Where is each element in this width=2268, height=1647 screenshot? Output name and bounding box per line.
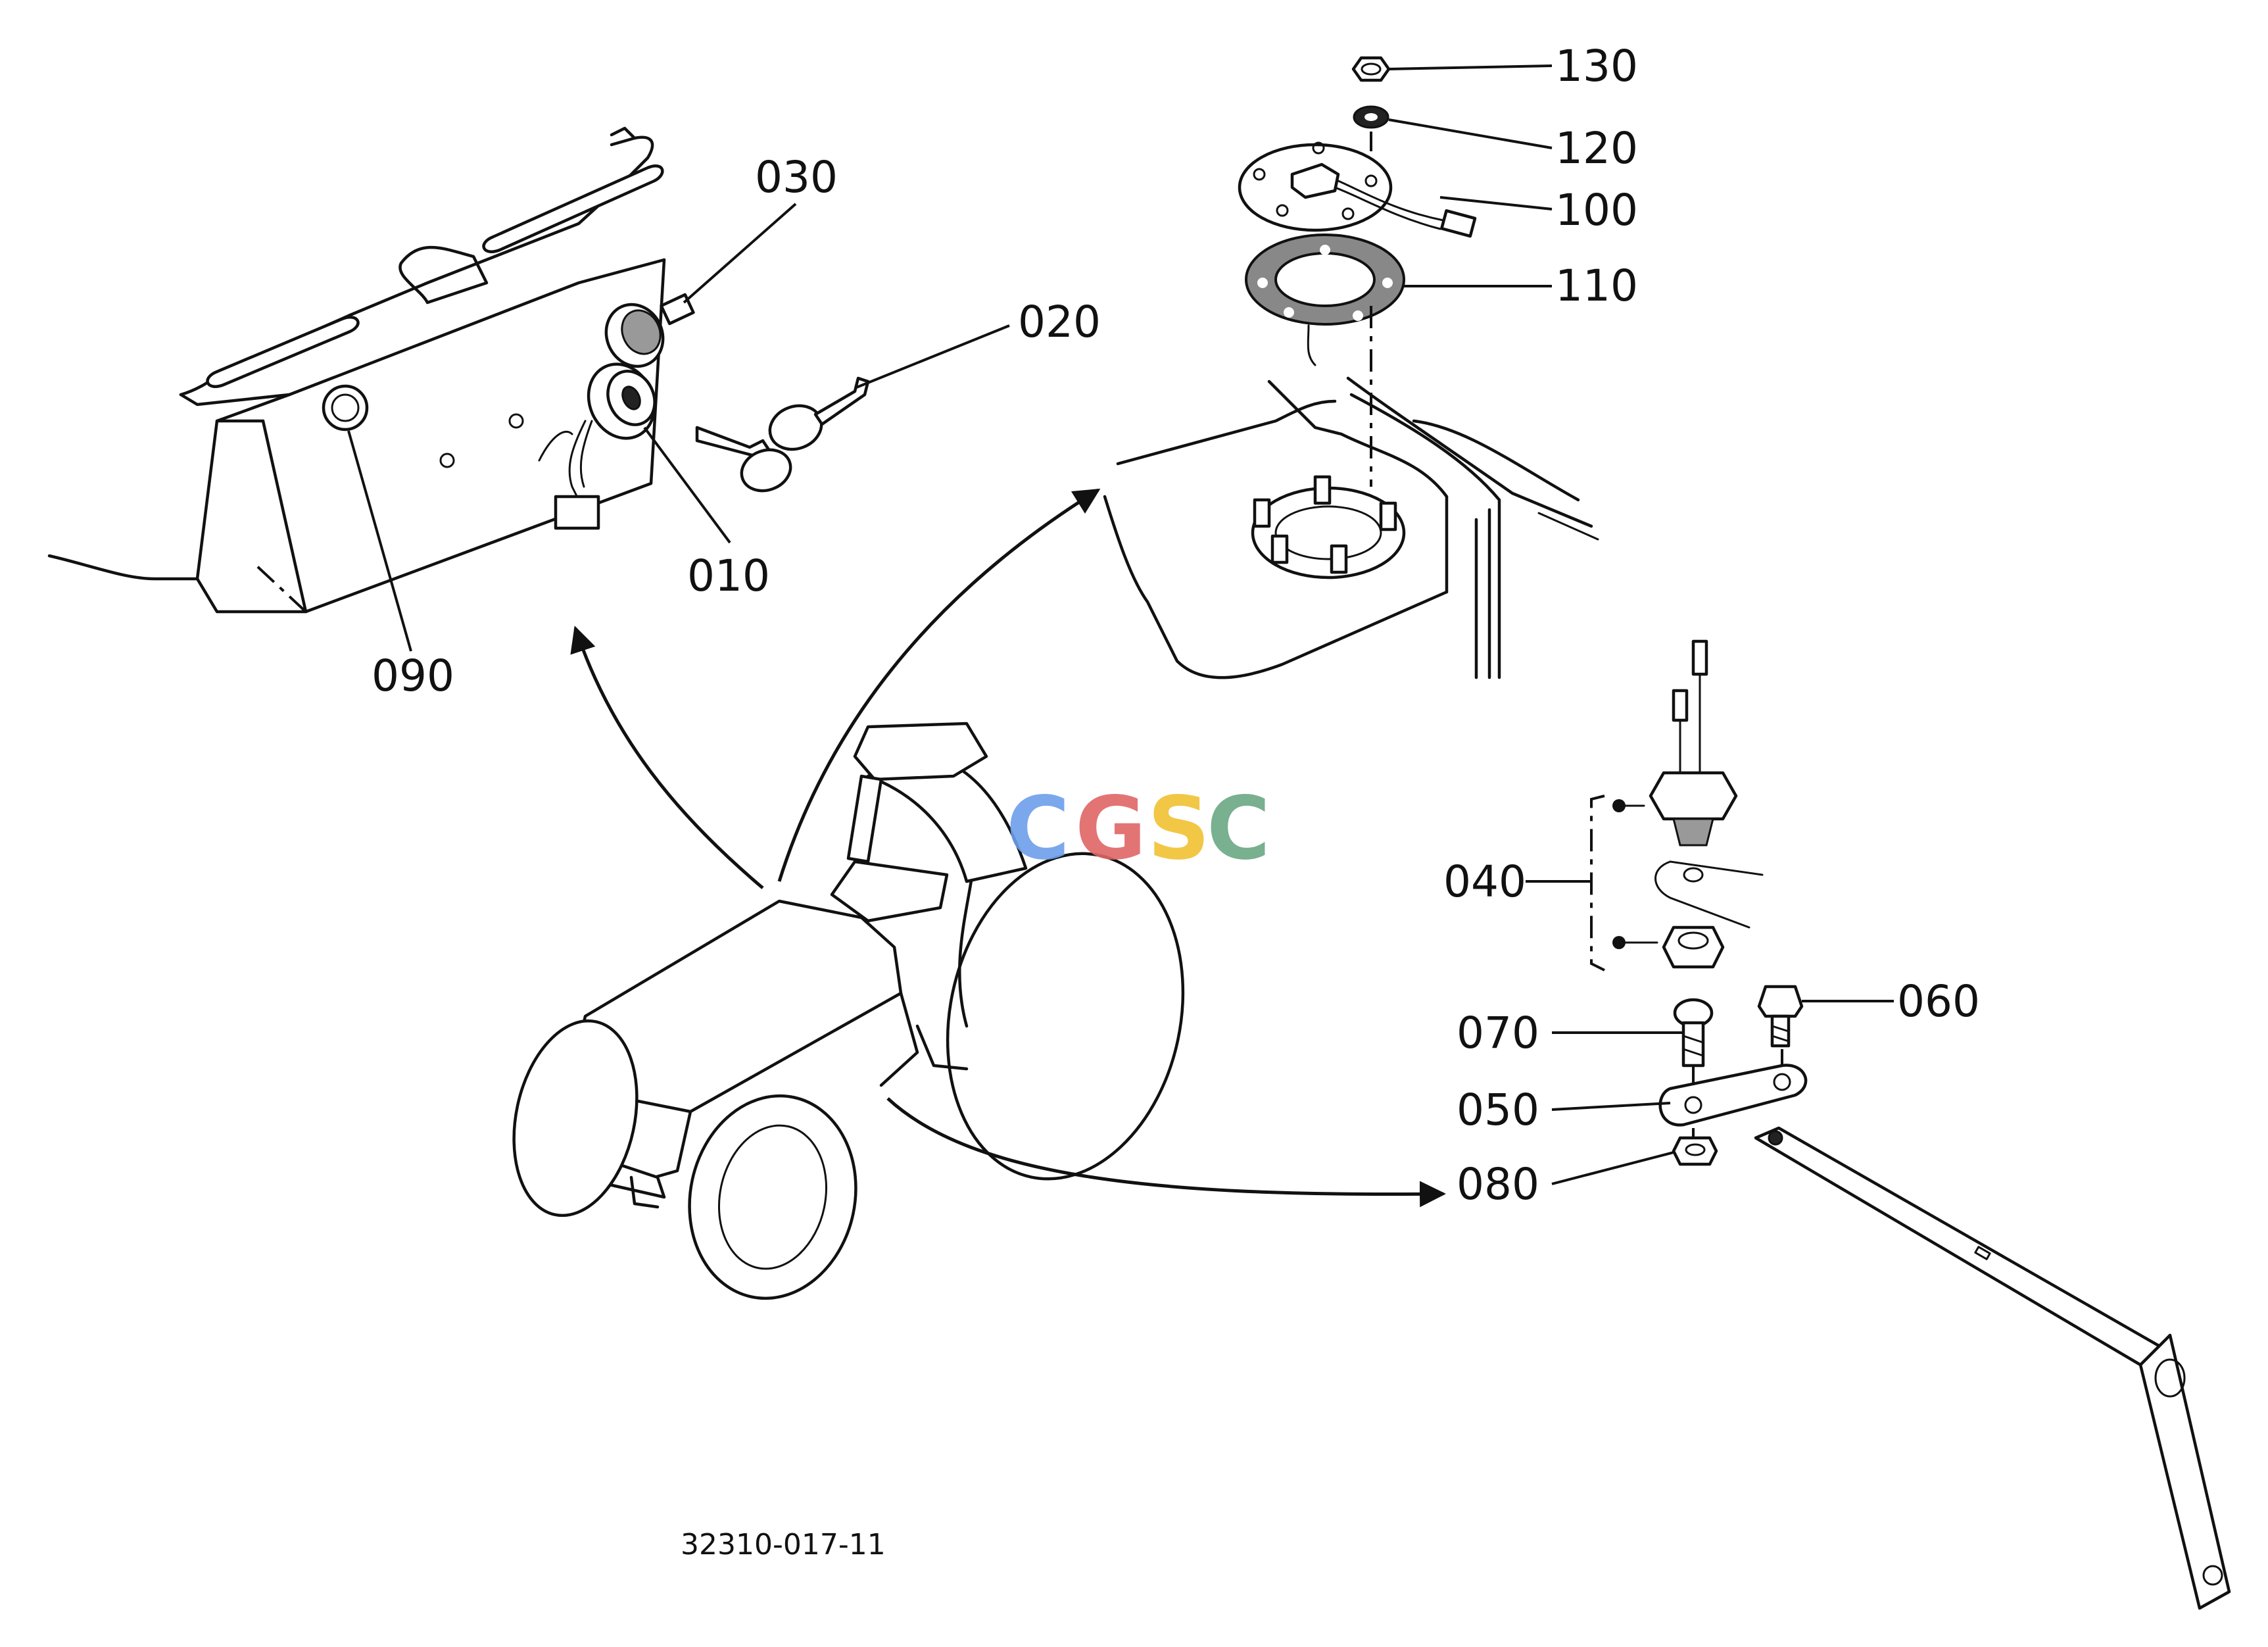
part-label-110: 110 xyxy=(1555,260,1638,311)
part-label-030: 030 xyxy=(755,152,838,203)
leader-lines xyxy=(347,64,1894,1185)
drawing-number: 32310-017-11 xyxy=(681,1528,886,1561)
watermark-letter-c2: C xyxy=(1207,778,1270,879)
dashboard-panel xyxy=(47,126,666,614)
key-switch-icon xyxy=(587,362,656,440)
part-label-060: 060 xyxy=(1897,976,1980,1027)
part-label-090: 090 xyxy=(372,651,454,701)
switch-knob-icon xyxy=(604,293,695,368)
key-icon xyxy=(695,376,870,493)
nut-icon xyxy=(1351,56,1391,82)
part-label-120: 120 xyxy=(1555,123,1638,174)
part-labels: 130 120 100 110 030 020 010 090 040 060 … xyxy=(372,41,1980,1561)
fuel-tank xyxy=(1103,376,1599,679)
watermark-logo: C G S C xyxy=(1006,778,1270,879)
part-label-130: 130 xyxy=(1555,41,1638,91)
part-label-040: 040 xyxy=(1443,856,1526,907)
part-label-050: 050 xyxy=(1457,1085,1539,1135)
part-label-010: 010 xyxy=(687,551,770,601)
part-label-100: 100 xyxy=(1555,185,1638,235)
fuel-gauge-unit-icon xyxy=(1238,141,1477,238)
part-label-080: 080 xyxy=(1457,1159,1539,1210)
washer-icon xyxy=(1353,105,1389,129)
watermark-letter-g: G xyxy=(1075,778,1146,879)
part-label-070: 070 xyxy=(1457,1008,1539,1058)
part-label-020: 020 xyxy=(1018,297,1101,347)
pilot-lamp-icon xyxy=(322,384,369,431)
gasket-icon xyxy=(1244,234,1406,366)
watermark-letter-s: S xyxy=(1147,778,1210,879)
watermark-letter-c1: C xyxy=(1006,778,1070,879)
oil-pressure-switch-assembly xyxy=(1590,639,2231,1610)
direction-arrows xyxy=(570,488,1446,1208)
tractor-body xyxy=(512,722,1185,1300)
